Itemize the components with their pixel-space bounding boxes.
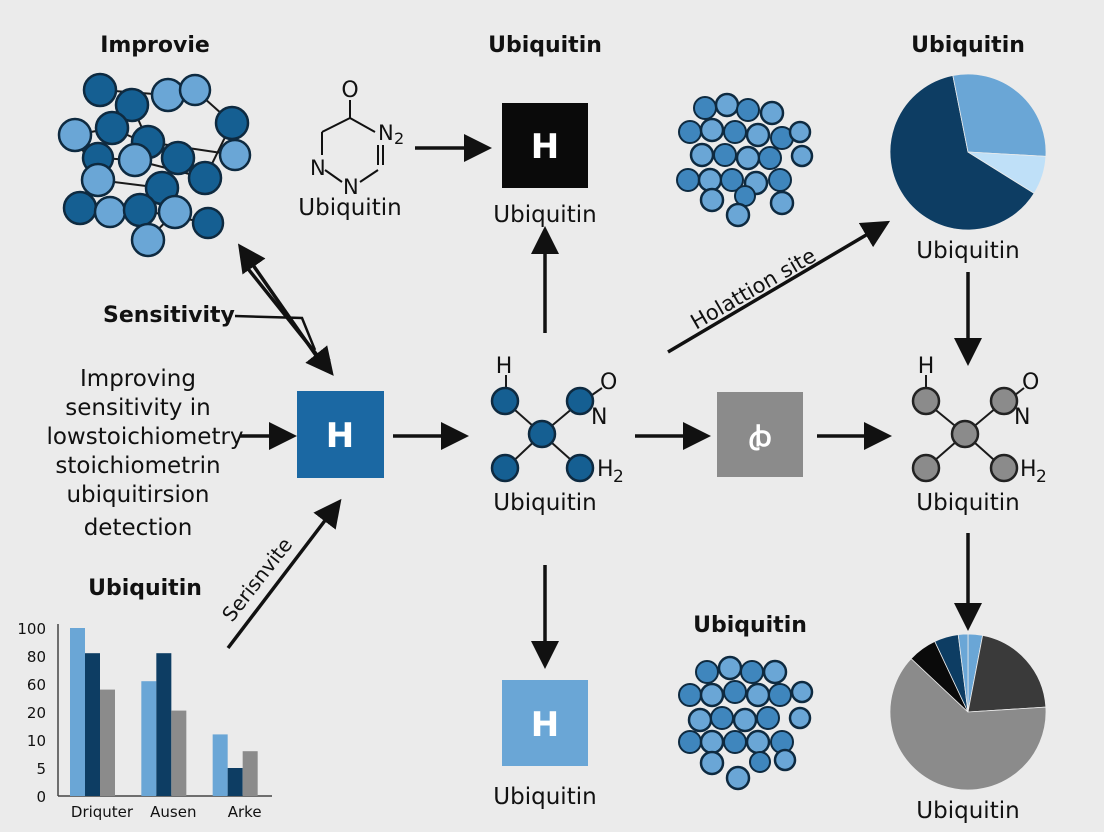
y-tick-label: 100 xyxy=(17,620,46,638)
bar xyxy=(85,653,100,796)
pie-slice xyxy=(957,633,969,713)
ring-label: Ubiquitin xyxy=(298,195,401,221)
blue-box-center xyxy=(297,391,384,478)
blue-box-bottom xyxy=(502,680,588,766)
y-tick-label: 10 xyxy=(27,732,46,750)
pie-slice xyxy=(967,634,1047,713)
ring-o: O xyxy=(341,78,358,103)
title-top-left: Improvie xyxy=(100,33,210,58)
bar xyxy=(156,653,172,796)
gray-box xyxy=(717,392,803,477)
mol-right-label: Ubiquitin xyxy=(916,490,1019,516)
blue-box-center-letter: H xyxy=(326,416,354,456)
ring-n2: N xyxy=(378,121,394,145)
arrows xyxy=(226,134,982,669)
gray-box-letter: ꞗ xyxy=(748,420,771,453)
y-tick-label: 20 xyxy=(27,704,46,722)
black-box-label: Ubiquitin xyxy=(493,202,596,228)
pie-slice xyxy=(967,151,1047,194)
y-tick-label: 5 xyxy=(36,760,46,778)
arrow-sensitivity-diag xyxy=(226,498,342,650)
description-line: lowstoichiometry xyxy=(46,424,243,450)
x-tick-label: Ausen xyxy=(150,803,196,821)
blue-box-bottom-letter: H xyxy=(531,705,559,745)
arrow-sensitivity-line xyxy=(234,314,317,351)
bar xyxy=(171,710,187,796)
mol-center-h2-sub: 2 xyxy=(613,467,624,487)
bar-chart-title: Ubiquitin xyxy=(88,576,202,601)
ring-n2-sub: 2 xyxy=(394,129,404,148)
bar xyxy=(212,734,228,796)
pie-bottom-label: Ubiquitin xyxy=(916,798,1019,824)
mol-right-n: N xyxy=(1014,405,1030,430)
bar xyxy=(242,751,258,796)
pie-slice xyxy=(889,75,1035,231)
blue-box-bottom-label: Ubiquitin xyxy=(493,784,596,810)
description-line: Improving xyxy=(80,366,196,392)
mol-center-h2: H xyxy=(597,457,614,482)
mol-center-o: O xyxy=(600,370,617,395)
bar xyxy=(141,681,157,796)
description-line: detection xyxy=(84,515,193,541)
y-tick-label: 80 xyxy=(27,648,46,666)
bar xyxy=(100,689,115,796)
mol-right-o: O xyxy=(1022,370,1039,395)
black-box-letter: H xyxy=(531,127,559,167)
y-tick-label: 60 xyxy=(27,676,46,694)
cluster-top xyxy=(676,92,814,228)
description-line: stoichiometrin xyxy=(55,453,220,479)
triazine-ring xyxy=(321,100,384,183)
mol-right-h2-sub: 2 xyxy=(1036,467,1047,487)
mol-right-h2: H xyxy=(1020,457,1037,482)
description-line: ubiquitirsion xyxy=(66,482,209,508)
sensitivity-label: Sensitivity xyxy=(103,303,235,328)
title-top-right: Ubiquitin xyxy=(911,33,1025,58)
ring-n-left: N xyxy=(310,156,326,180)
molecule-center xyxy=(490,375,603,483)
black-box xyxy=(502,103,588,188)
pie-chart-bottom xyxy=(889,633,1047,791)
x-tick-label: Driquter xyxy=(71,803,134,821)
pie-chart-top xyxy=(889,73,1047,231)
pie-top-label: Ubiquitin xyxy=(916,238,1019,264)
title-top-center: Ubiquitin xyxy=(488,33,602,58)
mol-center-h: H xyxy=(496,354,513,379)
holation-label: Holattion site xyxy=(687,243,821,334)
mol-center-n: N xyxy=(591,405,607,430)
y-tick-label: 0 xyxy=(36,788,46,806)
network-top-left xyxy=(57,72,252,258)
bar xyxy=(227,768,243,796)
arrow-holation xyxy=(667,220,891,354)
cluster-bottom xyxy=(678,655,814,791)
ring-n-bottom: N xyxy=(343,175,359,199)
mol-right-h: H xyxy=(918,354,935,379)
mol-center-label: Ubiquitin xyxy=(493,490,596,516)
description-block: Improving sensitivity in lowstoichiometr… xyxy=(46,366,243,541)
molecule-right xyxy=(911,375,1025,483)
description-line: sensitivity in xyxy=(65,395,210,421)
pie-slice xyxy=(889,658,1047,791)
pie-slice xyxy=(952,73,1047,157)
title-bottom-cluster: Ubiquitin xyxy=(693,613,807,638)
bar xyxy=(70,628,85,796)
x-tick-label: Arke xyxy=(228,803,262,821)
arrow-network-cross xyxy=(243,263,334,376)
